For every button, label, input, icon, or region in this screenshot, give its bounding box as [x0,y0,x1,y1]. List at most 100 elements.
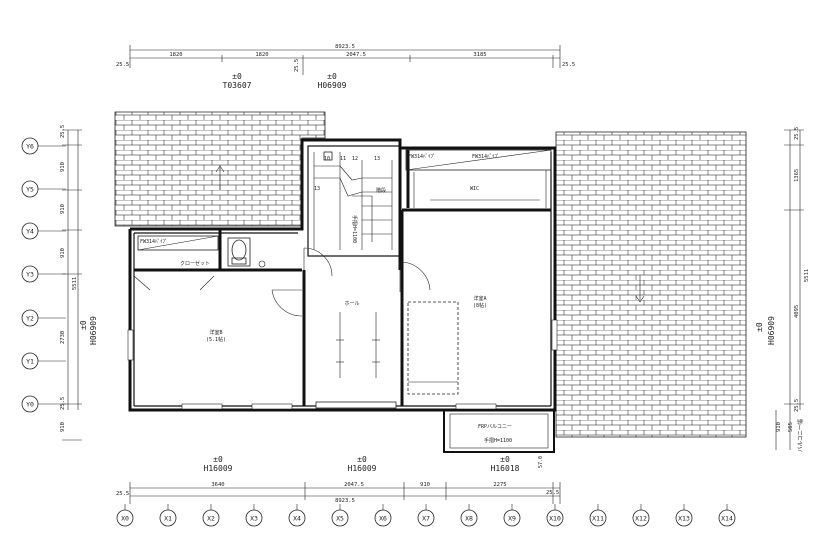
stair-step-number: 12 [352,156,358,162]
level-code: H16009 [204,464,233,473]
grid-x-bubble-label: X13 [678,514,690,522]
grid-x-bubble-label: X12 [635,514,647,522]
stair-handrail-label: 手摺H=1100 [351,215,358,243]
top-right-offset: 25.5 [562,62,575,68]
left-dim-seg: 2730 [60,331,66,344]
grid-x-bubble: X1 [159,509,177,527]
grid-y-bubble-label: Y2 [26,314,34,322]
bottom-dimensions: 3640 2047.5 910 2275 8923.5 25.5 25.5 [116,482,561,504]
top-level-markers: ±0 T03607 ±0 H06909 [223,72,347,90]
right-dim-seg: 5511 [804,269,810,282]
bottom-left-offset: 25.5 [116,491,129,497]
grid-y-bubble-label: Y4 [26,227,34,235]
level-sign: ±0 [213,455,223,464]
staircase: 10 11 12 13 13 階段 手摺H=1100 [313,151,393,250]
level-code: T03607 [223,81,252,90]
grid-x-bubble: X8 [460,509,478,527]
level-code: H06909 [318,81,347,90]
level-sign: ±0 [327,72,337,81]
hall-label: ホール [344,301,359,307]
left-dimensions: 25.5 910 910 910 2730 25.5 5511 910 [60,125,82,441]
closet-label: クローゼット [180,260,210,267]
grid-x-bubble: X10 [546,509,564,527]
left-dim-seg: 910 [60,204,66,214]
grid-x-bubble: X4 [288,509,306,527]
top-dim-seg-1: 1820 [169,52,182,58]
bottom-dim-seg: 3640 [211,482,224,488]
roof-right [555,131,747,438]
grid-x-bubble-label: X1 [164,514,172,522]
right-bottom-dim-b: 505 [788,422,794,432]
grid-x-bubble: X0 [116,509,134,527]
top-dim-seg-3: 2047.5 [346,52,366,58]
grid-x-bubble-label: X0 [121,514,129,522]
grid-y-bubble: Y1 [21,352,39,370]
grid-y-bubble: Y2 [21,309,39,327]
left-dim-seg: 25.5 [60,125,66,138]
bed [407,301,459,395]
stairs-label: 階段 [376,187,386,194]
stair-step-number: 10 [324,156,330,162]
grid-y-bubble: Y6 [21,137,39,155]
left-bottom-dim: 910 [60,422,66,432]
grid-x-bubble: X6 [374,509,392,527]
left-dim-seg: 25.5 [60,397,66,410]
top-dim-seg-4: 3185 [473,52,486,58]
grid-x-bubble-label: X7 [422,514,430,522]
right-dimensions: 25.5 1365 5511 4095 25.5 910 505 バルコニー幅 [775,127,810,452]
right-dim-seg: 1365 [794,169,800,182]
grid-x-bubble: X9 [503,509,521,527]
left-dim-seg: 910 [60,248,66,258]
bottom-level-markers: ±0 H16009 ±0 H16009 ±0 H16018 [204,455,520,473]
grid-y-bubble-label: Y1 [26,357,34,365]
bottom-dim-seg: 2047.5 [344,482,364,488]
right-dim-note: バルコニー幅 [796,419,804,452]
top-left-offset: 25.5 [116,62,129,68]
toilet [227,237,266,268]
level-sign: ±0 [755,322,764,332]
grid-x-bubble-label: X8 [465,514,473,522]
grid-y-bubble-label: Y3 [26,270,34,278]
bottom-dim-seg: 2275 [493,482,506,488]
fw-left-label: FW314ﾊﾟｲﾌﾟ [140,238,168,245]
level-sign: ±0 [232,72,242,81]
right-dim-seg: 25.5 [794,399,800,412]
bottom-overall-dim: 8923.5 [335,498,355,504]
level-code: H16009 [348,464,377,473]
grid-x-bubble-label: X5 [336,514,344,522]
hall-fixtures [336,312,380,378]
level-code: H06909 [767,316,776,345]
grid-y-bubble-label: Y0 [26,400,34,408]
grid-x-bubble: X3 [245,509,263,527]
right-dim-seg: 25.5 [794,127,800,140]
top-dim-seg-2: 1820 [255,52,268,58]
right-level-marker: ±0 H06909 [755,316,776,345]
grid-y-bubble-label: Y6 [26,142,34,150]
level-sign: ±0 [500,455,510,464]
roof-left [114,111,326,227]
grid-x-bubble-label: X3 [250,514,258,522]
room-labels: ホール 洋室B (5.1帖) 洋室A (8帖) [206,295,487,343]
grid-x-bubble: X14 [718,509,736,527]
grid-y-bubble: Y0 [21,395,39,413]
fw-center-label: FW314ﾊﾟｲﾌﾟ [408,153,436,160]
grid-y-bubble: Y5 [21,180,39,198]
grid-x-bubble: X5 [331,509,349,527]
balcony-handrail-label: 手摺H=1100 [484,437,512,444]
left-dim-seg: 910 [60,162,66,172]
grid-x-bubble: X7 [417,509,435,527]
level-sign: ±0 [357,455,367,464]
western-b-label: 洋室B [209,329,222,336]
grid-x-bubble-label: X14 [721,514,733,522]
right-bottom-dim-a: 910 [776,422,782,432]
fw-right-label: FW314ﾊﾟｲﾌﾟ [472,153,500,160]
grid-y-bubble: Y3 [21,265,39,283]
left-level-marker: ±0 H06909 [79,316,98,345]
closet-left: FW314ﾊﾟｲﾌﾟ クローゼット [137,235,219,267]
top-overall-dim: 8923.5 [335,44,355,50]
grid-x-bubble: X11 [589,509,607,527]
top-dimensions: 8923.5 1820 1820 2047.5 3185 25.5 25.5 2… [116,44,575,75]
building-walls [127,138,558,412]
